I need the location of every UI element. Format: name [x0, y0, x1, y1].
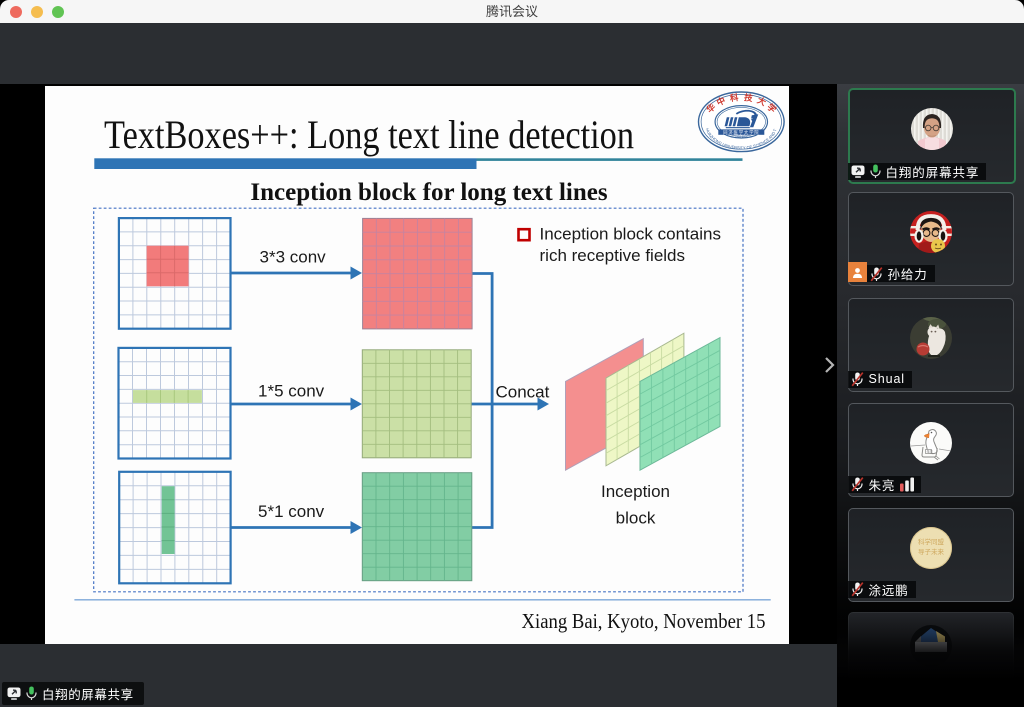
- svg-text:中: 中: [715, 95, 727, 108]
- svg-text:TextBoxes++: Long text line de: TextBoxes++: Long text line detection: [104, 112, 634, 157]
- svg-text:Inception: Inception: [601, 482, 670, 501]
- svg-text:rich receptive fields: rich receptive fields: [540, 246, 686, 265]
- svg-text:1952 2000: 1952 2000: [735, 134, 749, 138]
- svg-text:Inception block contains: Inception block contains: [540, 224, 721, 243]
- svg-text:科学同盟: 科学同盟: [918, 537, 945, 546]
- svg-text:block: block: [616, 508, 656, 527]
- svg-text:3*3 conv: 3*3 conv: [260, 247, 327, 266]
- svg-text:朱亮: 朱亮: [926, 449, 932, 454]
- svg-text:1*5 conv: 1*5 conv: [258, 381, 325, 400]
- svg-text:导子未来: 导子未来: [918, 547, 945, 556]
- svg-text:技: 技: [744, 92, 754, 103]
- svg-text:5*1 conv: 5*1 conv: [258, 501, 325, 520]
- svg-text:Xiang Bai, Kyoto, November 15: Xiang Bai, Kyoto, November 15: [522, 609, 766, 633]
- svg-text:科: 科: [729, 92, 739, 103]
- svg-text:Inception block for long text: Inception block for long text lines: [250, 179, 607, 206]
- svg-text:同济医学大学院: 同济医学大学院: [723, 128, 759, 135]
- svg-text:Concat: Concat: [496, 382, 550, 401]
